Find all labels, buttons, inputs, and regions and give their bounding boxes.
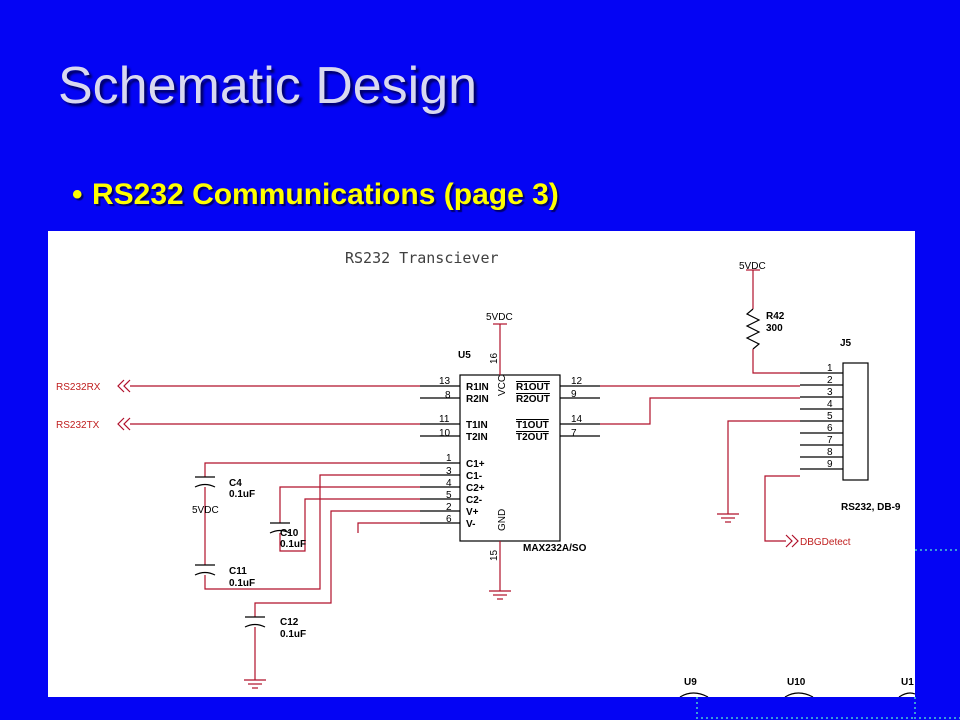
j5-pin-2: 2	[827, 375, 833, 386]
cap-c11-value: 0.1uF	[229, 578, 255, 589]
j5-pin-8: 8	[827, 447, 833, 458]
ic-body	[459, 374, 561, 542]
resistor-r42-symbol	[745, 308, 761, 350]
cap-c11-ref: C11	[229, 566, 247, 577]
bottom-ref-u9: U9	[684, 677, 697, 688]
j5-pin-3: 3	[827, 387, 833, 398]
j5-pin-7: 7	[827, 435, 833, 446]
ic-part: MAX232A/SO	[523, 543, 587, 554]
dbg-port-arrow	[785, 534, 799, 548]
bullet-dot: •	[72, 178, 83, 211]
schematic-heading: RS232 Transciever	[345, 249, 499, 267]
ic-ground-symbol	[489, 590, 511, 600]
pin-name-c1plus: C1+	[466, 459, 485, 470]
resistor-value: 300	[766, 323, 783, 334]
vcc-pin-num: 16	[489, 352, 500, 364]
cap-c12-ref: C12	[280, 617, 299, 628]
j5-gnd-wire	[727, 420, 800, 514]
schematic-drawing: RS232 Transciever U5 MAX232A/SO 5VDC 16 …	[56, 249, 915, 697]
net-label-tx: RS232TX	[56, 420, 100, 431]
pin-num-12: 12	[571, 376, 583, 387]
pin-name-r2in: R2IN	[466, 394, 489, 405]
cap-c4-symbol	[194, 476, 216, 488]
connector-pin-stubs	[800, 372, 843, 470]
pin-name-t2out: T2OUT	[516, 432, 549, 443]
ic-supply-label: 5VDC	[486, 312, 513, 323]
cap-c12-value: 0.1uF	[280, 629, 306, 640]
schematic-image: RS232 Transciever U5 MAX232A/SO 5VDC 16 …	[48, 231, 915, 697]
net-label-rx: RS232RX	[56, 382, 101, 393]
bottom-ref-u10: U10	[787, 677, 806, 688]
tx-port-arrow	[117, 417, 131, 431]
pin-num-4: 4	[446, 478, 452, 489]
j5-pin-4: 4	[827, 399, 833, 410]
ic-right-pins	[560, 385, 600, 437]
cap-network-wires	[204, 462, 420, 680]
cap-c10-value: 0.1uF	[280, 539, 306, 550]
pin-num-8: 8	[445, 390, 451, 401]
j5-pin-1: 1	[827, 363, 833, 374]
pin-num-1: 1	[446, 453, 452, 464]
bottom-part-u1	[898, 692, 915, 697]
ic-ref: U5	[458, 350, 471, 361]
net-label-dbg: DBGDetect	[800, 537, 851, 548]
pin-num-2: 2	[446, 502, 452, 513]
pin-name-c2plus: C2+	[466, 483, 485, 494]
pin-num-10: 10	[439, 428, 451, 439]
cap-supply-label: 5VDC	[192, 505, 219, 516]
bottom-ref-u1: U1	[901, 677, 914, 688]
pin-num-11: 11	[439, 414, 450, 425]
cap-c4-value: 0.1uF	[229, 489, 255, 500]
vcc-pin-label: VCC	[497, 375, 508, 396]
bottom-part-u10	[784, 692, 814, 697]
pin-num-7: 7	[571, 428, 577, 439]
pin-name-r2out: R2OUT	[516, 394, 550, 405]
cap-c11-symbol	[194, 564, 216, 576]
pin-name-t1out: T1OUT	[516, 420, 549, 431]
rx-port-arrow	[117, 379, 131, 393]
connector-ref: J5	[840, 338, 852, 349]
pin-name-vminus: V-	[466, 519, 475, 530]
bullet-text: RS232 Communications (page 3)	[92, 178, 559, 211]
cap-c4-ref: C4	[229, 478, 242, 489]
pin-name-c1minus: C1-	[466, 471, 482, 482]
gnd-pin-num: 15	[489, 549, 500, 561]
pin-num-14: 14	[571, 414, 583, 425]
resistor-ref: R42	[766, 311, 785, 322]
gnd-pin-label: GND	[497, 509, 508, 531]
connector-desc: RS232, DB-9	[841, 502, 901, 513]
j5-pin-6: 6	[827, 423, 833, 434]
cap-c10-ref: C10	[280, 528, 299, 539]
pin-num-13: 13	[439, 376, 451, 387]
dbg-wire	[764, 475, 800, 542]
r42-supply-label: 5VDC	[739, 261, 766, 272]
cap-c12-symbol	[244, 616, 266, 628]
pin-name-t1in: T1IN	[466, 420, 488, 431]
pin-name-r1in: R1IN	[466, 382, 489, 393]
ic-left-pins	[420, 385, 460, 524]
j5-pin-9: 9	[827, 459, 833, 470]
pin-name-r1out: R1OUT	[516, 382, 550, 393]
j5-ground-symbol	[717, 513, 739, 523]
cap-c10-symbol	[269, 522, 291, 534]
pin-name-t2in: T2IN	[466, 432, 488, 443]
pin-num-6: 6	[446, 514, 452, 525]
r42-to-pin1-wire	[752, 349, 800, 374]
slide-title: Schematic Design	[58, 57, 478, 115]
j5-pin-5: 5	[827, 411, 833, 422]
connector-j5-body	[842, 362, 869, 481]
pin-num-9: 9	[571, 389, 577, 400]
pin-num-5: 5	[446, 490, 452, 501]
t1out-to-j5-wire	[600, 397, 800, 425]
bottom-part-u9	[679, 692, 709, 697]
pin-name-c2minus: C2-	[466, 495, 482, 506]
pin-name-vplus: V+	[466, 507, 479, 518]
pin-num-3: 3	[446, 466, 452, 477]
cap-ground-symbol	[244, 679, 266, 689]
bullet-item: • RS232 Communications (page 3)	[72, 178, 559, 212]
